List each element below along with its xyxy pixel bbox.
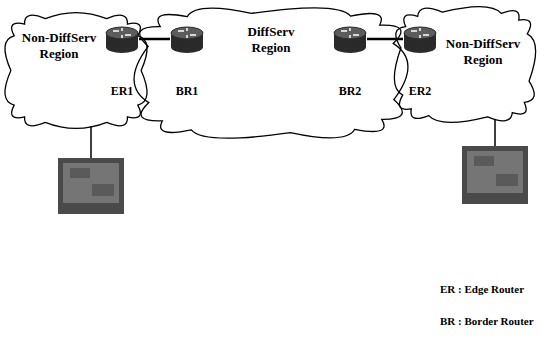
router-node: BR2 [333,24,367,98]
router-node: ER1 [105,24,139,98]
cloud-outline [130,2,412,144]
router-label: BR1 [170,84,204,98]
host-link [90,126,92,158]
router-node: ER2 [403,24,437,98]
legend-note: BR : Border Router [440,314,534,328]
router-icon [403,24,437,54]
cloud-outline [2,8,150,133]
router-icon [333,24,367,54]
router-icon [105,24,139,54]
router-icon [170,24,204,54]
host-computer [58,158,124,214]
legend-note: ER : Edge Router [440,282,524,296]
region-name: Non-DiffServ Region [16,30,102,62]
region-name: Non-DiffServ Region [440,36,526,68]
router-node: BR1 [170,24,204,98]
router-label: BR2 [333,84,367,98]
network-region: Non-DiffServ RegionER2 [392,2,538,127]
network-region: Non-DiffServ RegionER1 [2,8,150,133]
region-name: DiffServ Region [228,24,314,56]
router-label: ER2 [403,84,437,98]
host-link [494,120,496,146]
network-region: DiffServ RegionBR1 BR2 [130,2,412,144]
router-label: ER1 [105,84,139,98]
host-computer [462,146,528,204]
